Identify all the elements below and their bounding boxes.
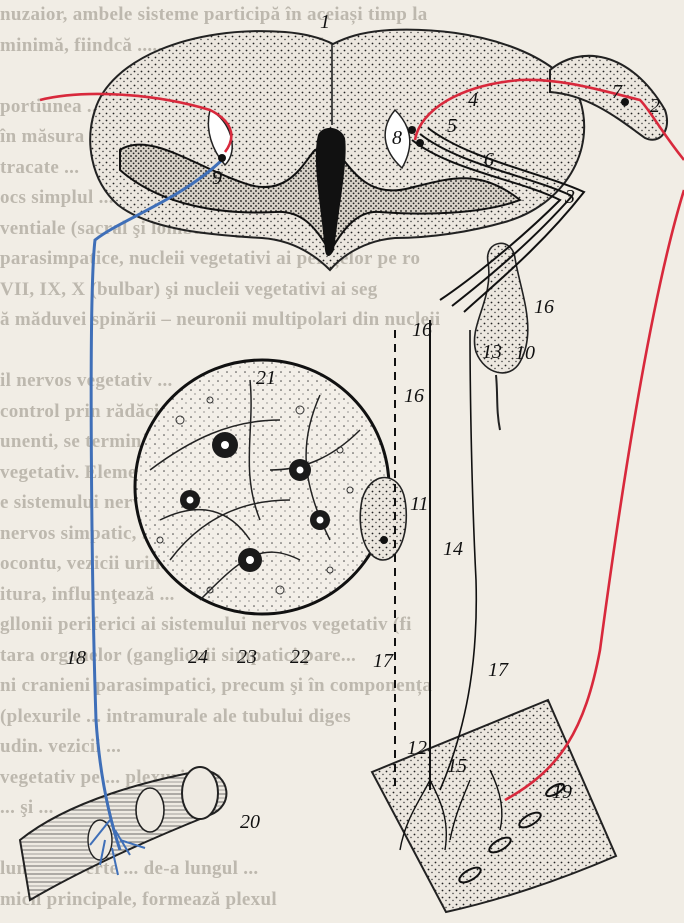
label-10: 10	[515, 342, 535, 364]
label-13: 13	[482, 341, 502, 363]
skeletal-muscle	[20, 767, 226, 900]
label-16b: 16	[412, 319, 432, 341]
label-19: 19	[552, 781, 572, 803]
label-18: 18	[66, 647, 86, 669]
sympathetic-ganglion-fiber	[440, 330, 476, 790]
label-16a: 16	[534, 296, 554, 318]
label-23: 23	[237, 646, 257, 668]
label-3: 3	[564, 186, 575, 208]
label-1: 1	[320, 11, 330, 33]
label-21: 21	[256, 367, 276, 389]
label-7: 7	[612, 81, 623, 103]
label-16c: 16	[404, 385, 424, 407]
label-5: 5	[447, 115, 457, 137]
prevertebral-ganglion	[360, 478, 406, 561]
label-20: 20	[240, 811, 260, 833]
label-12: 12	[407, 737, 427, 759]
label-2: 2	[650, 95, 660, 117]
label-14: 14	[443, 538, 463, 560]
label-9: 9	[212, 167, 222, 189]
label-22: 22	[290, 646, 310, 668]
label-24: 24	[188, 646, 208, 668]
label-17a: 17	[373, 650, 394, 672]
label-6: 6	[484, 149, 494, 171]
magnified-ganglion-detail	[135, 360, 389, 614]
organ-wall-tissue	[372, 700, 616, 912]
sympathetic-trunk-lower	[496, 375, 500, 430]
label-15: 15	[447, 755, 467, 777]
label-8: 8	[392, 127, 402, 149]
label-11: 11	[410, 493, 429, 515]
label-4: 4	[468, 89, 478, 111]
spinal-cord-section	[90, 30, 584, 270]
label-17b: 17	[488, 659, 509, 681]
